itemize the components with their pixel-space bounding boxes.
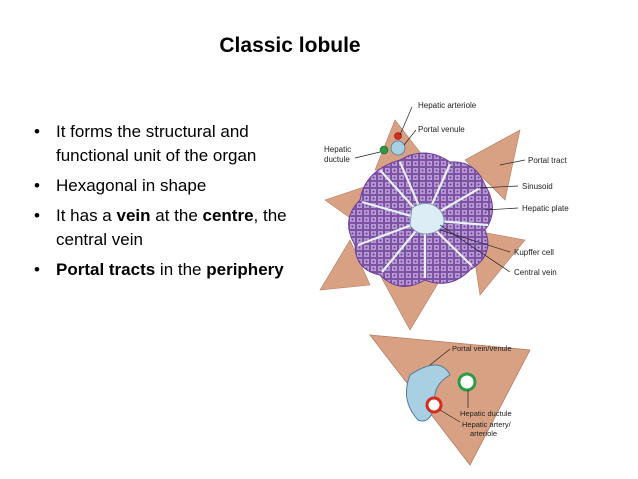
label-hepatic-plate: Hepatic plate: [522, 204, 569, 213]
slide-title: Classic lobule: [219, 34, 361, 57]
label-portal-venule: Portal venule: [418, 125, 465, 134]
bullet-structural-unit: It forms the structural and functional u…: [34, 120, 314, 168]
portal-tract-figure: Portal vein/venule Hepatic ductule Hepat…: [369, 334, 531, 466]
label-sinusoid: Sinusoid: [522, 182, 553, 191]
label-hepatic-ductule-1: Hepatic: [324, 145, 351, 154]
label-arteriole: arteriole: [470, 429, 497, 438]
bullet-portal-tracts: Portal tracts in the periphery: [34, 258, 314, 282]
label-kupffer-cell: Kupffer cell: [514, 248, 554, 257]
liver-lobule-diagram: Hepatic arteriole Portal venule Hepatic …: [319, 101, 569, 466]
hepatic-ductule-bottom-shape: [457, 372, 477, 392]
portal-tract-triangle: [369, 334, 531, 466]
portal-tract-right-top: [464, 129, 521, 201]
bullet-hexagonal: Hexagonal in shape: [34, 174, 314, 198]
bullet-list: It forms the structural and functional u…: [34, 120, 314, 288]
label-portal-vein-venule: Portal vein/venule: [452, 344, 512, 353]
bullet-central-vein: It has a vein at the centre, the central…: [34, 204, 314, 252]
central-vein: [409, 203, 445, 235]
label-hepatic-artery: Hepatic artery/: [462, 420, 512, 429]
label-hepatic-arteriole: Hepatic arteriole: [418, 101, 477, 110]
hepatic-artery-shape: [425, 396, 443, 414]
label-central-vein: Central vein: [514, 268, 557, 277]
label-portal-tract: Portal tract: [528, 156, 567, 165]
label-hepatic-ductule-2: ductule: [324, 155, 350, 164]
portal-venule-shape: [390, 140, 406, 156]
classic-lobule-figure: Hepatic arteriole Portal venule Hepatic …: [319, 101, 569, 331]
label-hepatic-ductule-bottom: Hepatic ductule: [460, 409, 512, 418]
hepatic-arteriole-shape: [394, 132, 402, 140]
hepatic-ductule-shape: [379, 145, 389, 155]
